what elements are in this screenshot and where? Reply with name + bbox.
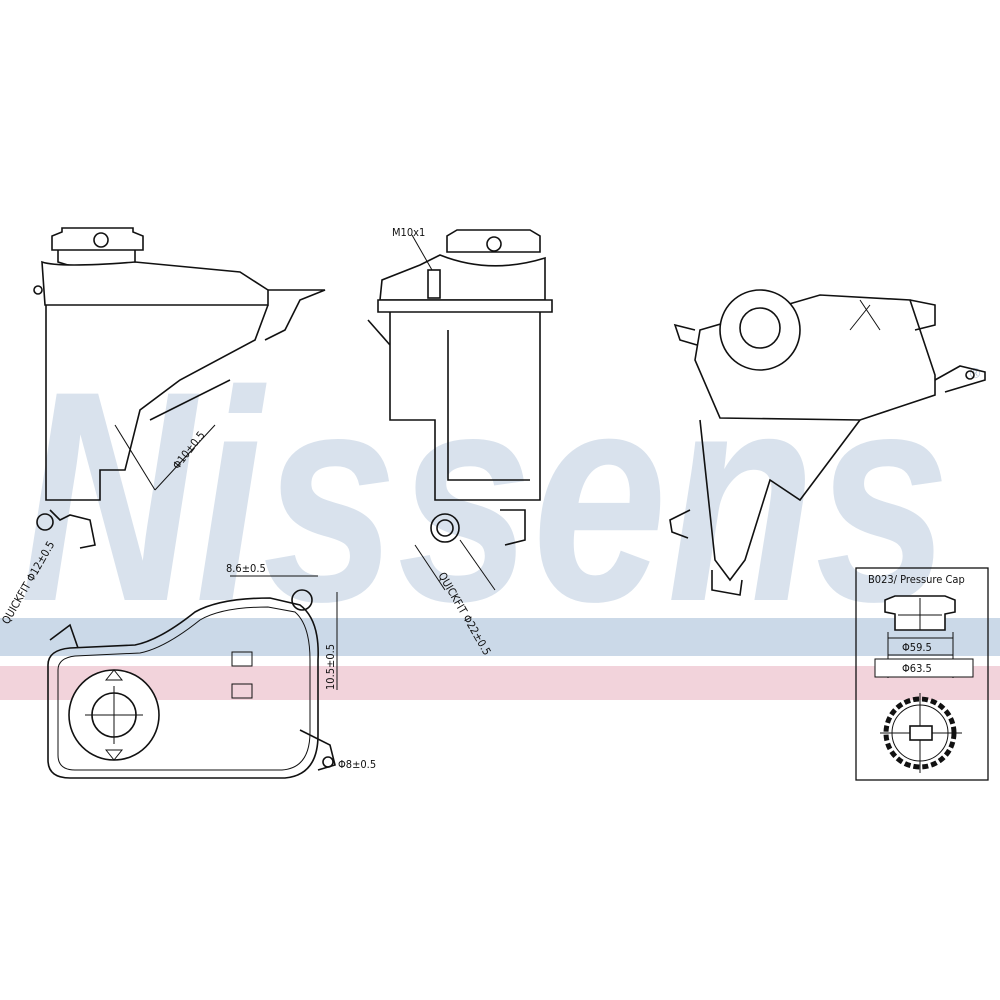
- height-dimension-label: 10.5±0.5: [324, 644, 337, 690]
- width-dimension-label: 8.6±0.5: [226, 562, 266, 575]
- pressure-cap-detail: B023/ Pressure Cap Φ59.5 Φ63.5: [855, 567, 989, 781]
- tank-isometric-view: [669, 289, 986, 596]
- cap-inner-diameter: Φ59.5: [902, 641, 932, 654]
- cap-outer-diameter: Φ63.5: [902, 662, 932, 675]
- pink-band: [0, 666, 1000, 700]
- thread-label: M10x1: [392, 226, 425, 239]
- cap-title: B023/ Pressure Cap: [868, 573, 965, 586]
- hole-diameter-label: Φ8±0.5: [338, 758, 376, 771]
- blue-band: [0, 618, 1000, 656]
